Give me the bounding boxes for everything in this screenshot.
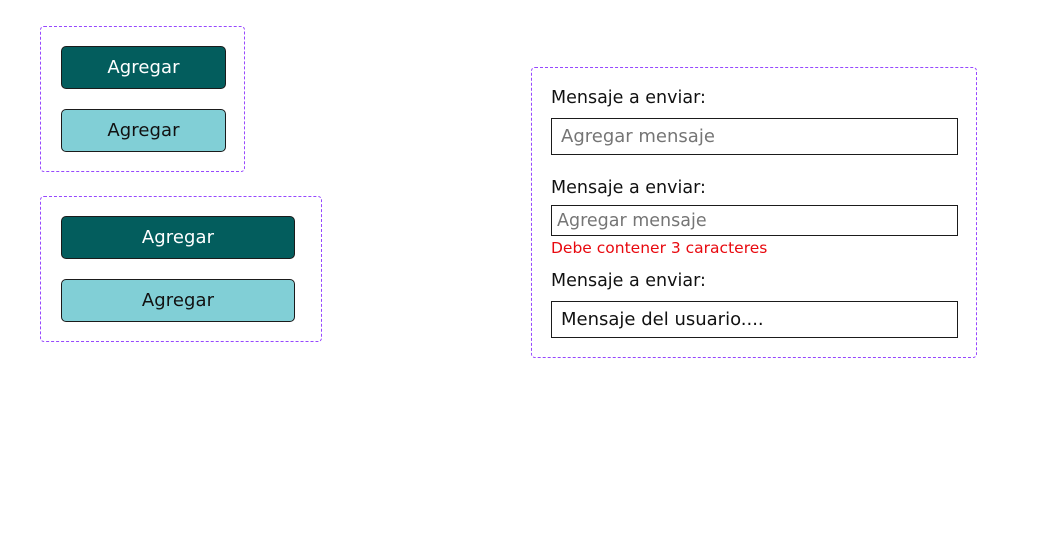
add-button-secondary[interactable]: Agregar xyxy=(61,279,295,322)
add-button-secondary[interactable]: Agregar xyxy=(61,109,226,152)
message-input-group: Mensaje a enviar: Mensaje a enviar: Debe… xyxy=(531,67,977,358)
message-field-label: Mensaje a enviar: xyxy=(551,88,706,108)
add-button-primary[interactable]: Agregar xyxy=(61,46,226,89)
message-input-filled[interactable]: Mensaje del usuario.... xyxy=(551,301,958,338)
error-message: Debe contener 3 caracteres xyxy=(551,239,768,257)
button-group-wide: Agregar Agregar xyxy=(40,196,322,342)
message-input[interactable] xyxy=(551,118,958,155)
button-group-small: Agregar Agregar xyxy=(40,26,245,172)
message-input-error[interactable] xyxy=(551,205,958,236)
add-button-primary[interactable]: Agregar xyxy=(61,216,295,259)
message-field-label: Mensaje a enviar: xyxy=(551,271,706,291)
message-field-label: Mensaje a enviar: xyxy=(551,178,706,198)
